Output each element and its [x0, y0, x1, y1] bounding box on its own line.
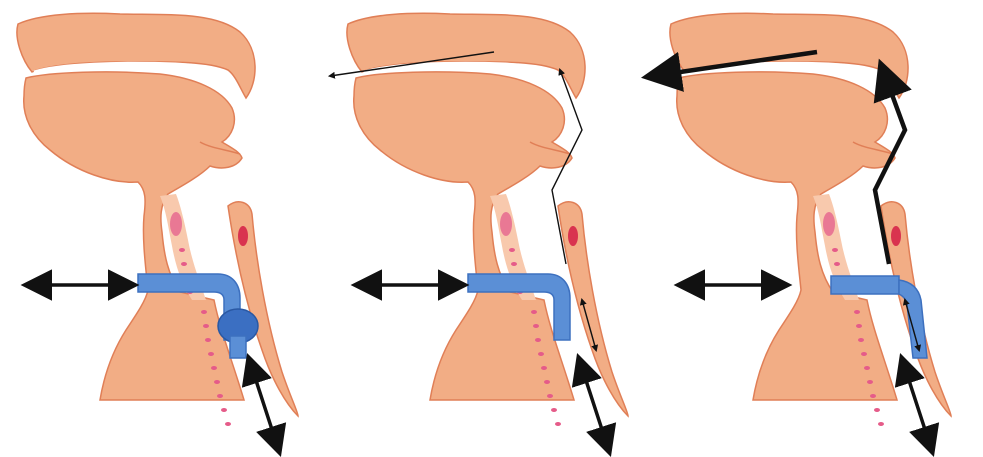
vocal-fold [170, 212, 182, 236]
cartilage-ring [870, 394, 876, 398]
cartilage-ring [221, 408, 227, 412]
vocal-fold [500, 212, 512, 236]
cartilage-ring [541, 366, 547, 370]
cartilage-ring [538, 352, 544, 356]
cartilage-ring [555, 422, 561, 426]
cartilage-ring [878, 422, 884, 426]
esophagus-lumen [568, 226, 578, 246]
cartilage-ring [858, 338, 864, 342]
cartilage-ring [535, 338, 541, 342]
cartilage-ring [854, 310, 860, 314]
cartilage-ring [211, 366, 217, 370]
head-neck-shape [677, 72, 897, 400]
trach-tube-stem [899, 280, 927, 358]
trach-tube-hub [831, 276, 899, 294]
cartilage-ring [533, 324, 539, 328]
cartilage-ring [551, 408, 557, 412]
tube-tip [230, 336, 246, 358]
cartilage-ring [531, 310, 537, 314]
cartilage-ring [874, 408, 880, 412]
panel-cuffed-tube [0, 0, 330, 457]
cartilage-ring [856, 324, 862, 328]
cartilage-ring [832, 248, 838, 252]
cartilage-ring [867, 380, 873, 384]
esophagus-lumen [238, 226, 248, 246]
cartilage-ring [208, 352, 214, 356]
cartilage-ring [511, 262, 517, 266]
cartilage-ring [205, 338, 211, 342]
cartilage-ring [217, 394, 223, 398]
head-neck-shape [24, 72, 244, 400]
cartilage-ring [214, 380, 220, 384]
cartilage-ring [547, 394, 553, 398]
esophagus-lumen [891, 226, 901, 246]
panel-cuff-deflated [330, 0, 660, 457]
cartilage-ring [834, 262, 840, 266]
head-neck-shape [354, 72, 574, 400]
cartilage-ring [179, 248, 185, 252]
cartilage-ring [861, 352, 867, 356]
cartilage-ring [864, 366, 870, 370]
cartilage-ring [544, 380, 550, 384]
cartilage-ring [225, 422, 231, 426]
cartilage-ring [181, 262, 187, 266]
cartilage-ring [203, 324, 209, 328]
cartilage-ring [201, 310, 207, 314]
vocal-fold [823, 212, 835, 236]
cartilage-ring [509, 248, 515, 252]
panel-speaking-valve [653, 0, 983, 457]
